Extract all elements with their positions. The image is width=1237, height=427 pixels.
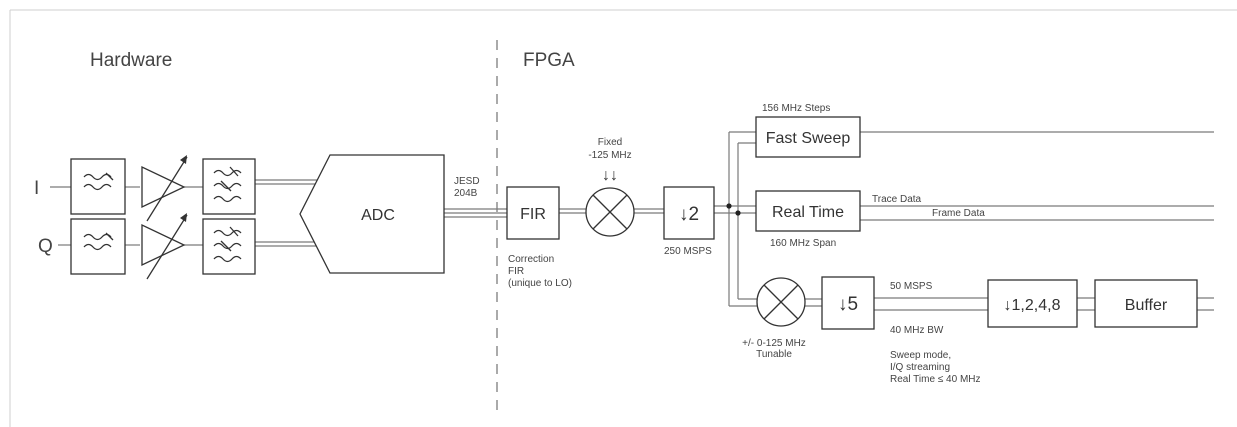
correction-label-line2: FIR (508, 266, 524, 277)
junction-dot-1 (726, 203, 732, 209)
i-variable-gain-amplifier (141, 155, 188, 222)
real-time-block (755, 190, 861, 232)
fast-sweep-block (755, 116, 861, 158)
variable-decimation-label: ↓1,2,4,8 (1004, 297, 1061, 314)
msps-50-label: 50 MSPS (890, 281, 933, 292)
fixed-mixer (585, 187, 635, 237)
fir-block (506, 186, 560, 240)
adc-label: ADC (361, 207, 395, 224)
wires (50, 131, 1214, 311)
fixed-lo-label-line2: -125 MHz (588, 150, 631, 161)
decimate-by-2-block (663, 186, 715, 240)
tunable-label-line1: +/- 0-125 MHz (742, 338, 806, 349)
tunable-mixer (756, 277, 806, 327)
buffer-block (1094, 279, 1198, 328)
i-bandpass-filter (202, 158, 256, 215)
variable-decimation-block (987, 279, 1078, 328)
buffer-label: Buffer (1125, 297, 1168, 314)
frame-data-label: Frame Data (932, 208, 985, 219)
i-lowpass-filter (70, 158, 126, 215)
bw-40-label: 40 MHz BW (890, 325, 944, 336)
tunable-label-line2: Tunable (756, 349, 792, 360)
fir-label: FIR (520, 206, 546, 223)
fpga-section-title: FPGA (523, 50, 575, 71)
trace-data-label: Trace Data (872, 194, 922, 205)
q-bandpass-filter (202, 218, 256, 275)
channel-label-i: I (34, 178, 39, 199)
mode-note-line3: Real Time ≤ 40 MHz (890, 374, 981, 385)
fixed-lo-label-line1: Fixed (598, 137, 622, 148)
span-160-label: 160 MHz Span (770, 238, 836, 249)
fast-sweep-label: Fast Sweep (766, 130, 851, 147)
correction-label-line1: Correction (508, 254, 554, 265)
jesd-label-line2: 204B (454, 188, 478, 199)
adc-block (299, 154, 445, 274)
fixed-lo-arrows: ↓↓ (602, 167, 618, 184)
q-lowpass-filter (70, 218, 126, 275)
hardware-section-title: Hardware (90, 50, 172, 71)
real-time-label: Real Time (772, 204, 844, 221)
msps-250-label: 250 MSPS (664, 246, 712, 257)
mode-note-line1: Sweep mode, (890, 350, 951, 361)
decimate-by-2-label: ↓2 (679, 204, 699, 225)
jesd-label-line1: JESD (454, 176, 480, 187)
junction-dot-2 (735, 210, 741, 216)
channel-label-q: Q (38, 236, 53, 257)
q-variable-gain-amplifier (141, 213, 188, 280)
decimate-by-5-label: ↓5 (838, 294, 858, 315)
decimate-by-5-block (821, 276, 875, 330)
steps-156-label: 156 MHz Steps (762, 103, 830, 114)
mode-note-line2: I/Q streaming (890, 362, 950, 373)
correction-label-line3: (unique to LO) (508, 278, 572, 289)
